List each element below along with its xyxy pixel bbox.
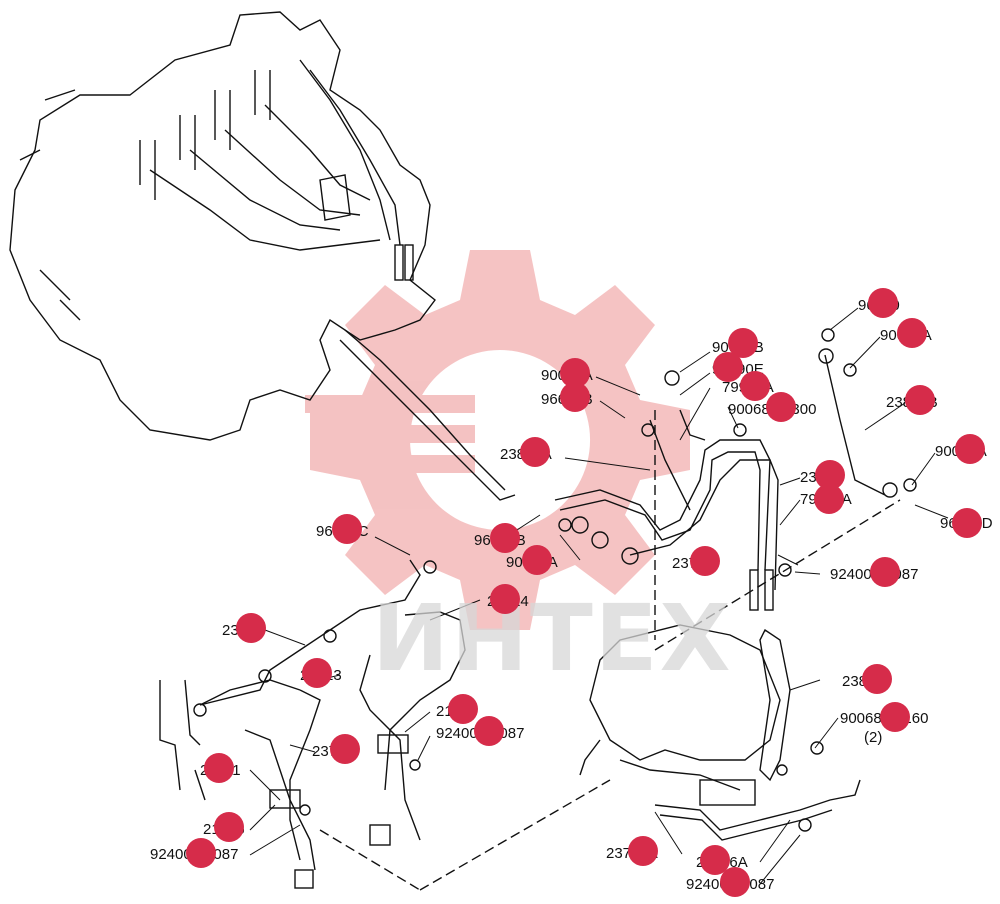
hotspot-marker[interactable] — [870, 557, 900, 587]
engine-outline — [9, 11, 436, 441]
hotspot-marker[interactable] — [560, 382, 590, 412]
hotspot-marker[interactable] — [448, 694, 478, 724]
hotspot-marker[interactable] — [522, 545, 552, 575]
label-qty-2: (2) — [864, 729, 883, 746]
hotspot-marker[interactable] — [214, 812, 244, 842]
hotspot-marker[interactable] — [330, 734, 360, 764]
hotspot-marker[interactable] — [862, 664, 892, 694]
watermark-gear-icon — [305, 250, 690, 630]
hotspot-marker[interactable] — [186, 838, 216, 868]
hotspot-marker[interactable] — [713, 352, 743, 382]
hotspot-marker[interactable] — [897, 318, 927, 348]
hotspot-marker[interactable] — [204, 753, 234, 783]
hotspot-marker[interactable] — [236, 613, 266, 643]
hotspot-marker[interactable] — [720, 867, 750, 897]
leader-arrow — [339, 339, 516, 501]
hotspot-marker[interactable] — [490, 584, 520, 614]
hotspot-marker[interactable] — [814, 484, 844, 514]
engine-lower-outline — [589, 624, 781, 761]
hotspot-marker[interactable] — [628, 836, 658, 866]
hotspot-marker[interactable] — [690, 546, 720, 576]
hotspot-marker[interactable] — [302, 658, 332, 688]
hotspot-marker[interactable] — [952, 508, 982, 538]
hotspot-marker[interactable] — [766, 392, 796, 422]
hotspot-marker[interactable] — [740, 371, 770, 401]
hotspot-marker[interactable] — [520, 437, 550, 467]
watermark-text: ИНТЕХ — [372, 585, 733, 692]
hotspot-marker[interactable] — [332, 514, 362, 544]
hotspot-marker[interactable] — [868, 288, 898, 318]
hotspot-marker[interactable] — [474, 716, 504, 746]
hotspot-marker[interactable] — [880, 702, 910, 732]
hotspot-marker[interactable] — [905, 385, 935, 415]
hotspot-marker[interactable] — [955, 434, 985, 464]
hotspot-marker[interactable] — [490, 523, 520, 553]
